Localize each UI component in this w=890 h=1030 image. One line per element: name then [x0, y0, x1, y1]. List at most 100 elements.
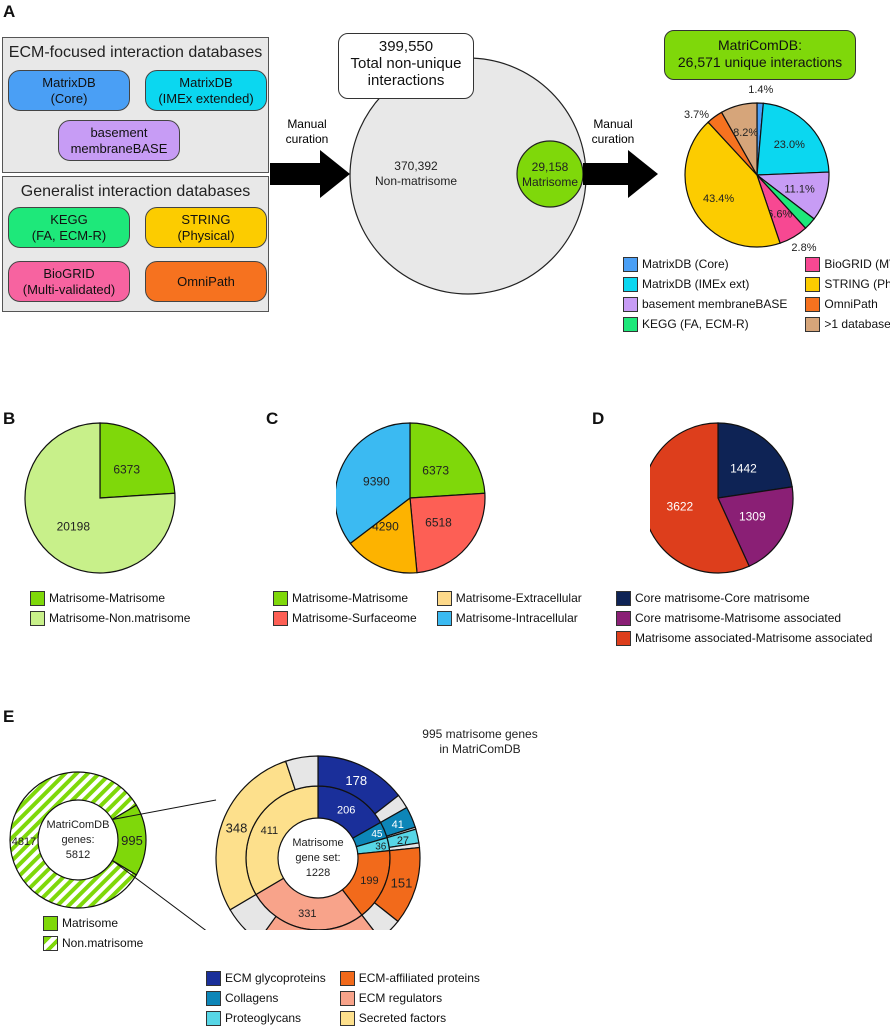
legend-swatch: [43, 935, 58, 951]
arrow-right-icon: [583, 150, 658, 198]
legend-item-matrixdb-imex-ext: MatrixDB (IMEx ext): [623, 274, 787, 294]
legend-item-matrisome-intracellular: Matrisome-Intracellular: [436, 608, 582, 628]
arrow2-label-line2: curation: [592, 132, 635, 146]
nested-donut-center-text: Matrisome: [292, 837, 343, 849]
legend-label: KEGG (FA, ECM-R): [642, 317, 749, 331]
pie-label-core-matrisome-matrisome-associated: 1309: [739, 510, 766, 524]
legend-label: Matrisome-Matrisome: [49, 591, 166, 605]
legend-label: Matrisome-Matrisome: [292, 591, 409, 605]
donut-label-matrisome: 995: [121, 833, 143, 848]
legend-label: OmniPath: [824, 297, 878, 311]
legend-label: Matrisome-Non.matrisome: [49, 611, 191, 625]
donut-center-text: genes:: [61, 834, 94, 846]
legend-item-kegg-fa-ecm-r: KEGG (FA, ECM-R): [623, 314, 787, 334]
legend-swatch: [623, 296, 638, 312]
legend-item-non-matrisome: Non.matrisome: [43, 933, 143, 953]
legend-label: MatrixDB (Core): [642, 257, 729, 271]
legend-label: ECM regulators: [358, 991, 443, 1005]
legend-swatch: [339, 1010, 355, 1026]
legend-label: Core matrisome-Core matrisome: [635, 591, 810, 605]
db-matrixdb-imex: MatrixDB (IMEx extended): [145, 70, 267, 111]
db-biogrid: BioGRID (Multi-validated): [8, 261, 130, 302]
legend-item-matrisome-matrisome: Matrisome-Matrisome: [30, 588, 190, 608]
outer-ring-remainder-secreted-factors: [284, 755, 319, 791]
pie-label-omnipath: 3.7%: [684, 109, 709, 121]
generalist-group-title: Generalist interaction databases: [20, 183, 251, 200]
pie-label-matrisome-extracellular: 4290: [372, 519, 399, 533]
panel-label-a: A: [3, 2, 16, 21]
inner-ring-label-ecm-affiliated-proteins: 199: [360, 875, 378, 887]
panel-label-d: D: [592, 409, 605, 428]
legend-swatch: [43, 915, 58, 931]
legend-swatch: [273, 610, 288, 626]
matricomdb-result-callout: MatriComDB: 26,571 unique interactions: [664, 30, 856, 80]
pie-slice-matrisome-intracellular: [336, 422, 411, 545]
legend-label: >1 database: [824, 317, 890, 331]
ecm-group-title: ECM-focused interaction databases: [8, 44, 263, 61]
legend-item-ecm-glycoproteins: ECM glycoproteins: [206, 968, 326, 988]
pie-slice-matrisome-extracellular: [349, 496, 418, 574]
legend-item-1-database: >1 database: [805, 314, 890, 334]
panel-a-diagram: Manual curation Manual curation 370,392 …: [270, 57, 658, 295]
db-omnipath: OmniPath: [145, 261, 267, 302]
legend-swatch: [206, 990, 221, 1006]
legend-item-collagens: Collagens: [206, 988, 326, 1008]
total-interactions-callout: 399,550 Total non-unique interactions: [338, 33, 474, 99]
legend-label: Secreted factors: [358, 1011, 447, 1025]
outer-ring-ecm-regulators: [265, 914, 375, 930]
pie-label-matrisome-surfaceome: 6518: [425, 515, 452, 529]
pie-label-matrisome-non-matrisome: 20198: [57, 519, 91, 533]
nested-donut-center-text: 1228: [306, 867, 330, 879]
legend-swatch: [30, 610, 45, 626]
pie-slice-1-database: [720, 102, 758, 178]
pie-label-matrixdb-imex-ext: 23.0%: [774, 139, 805, 151]
legend-label: Non.matrisome: [62, 936, 144, 950]
legend-label: Proteoglycans: [225, 1011, 302, 1025]
nested-donut-annotation: in MatriComDB: [439, 742, 520, 756]
legend-item-matrixdb-core: MatrixDB (Core): [623, 254, 787, 274]
arrow1-label-line2: curation: [286, 132, 329, 146]
donut-slice-non-matrisome: [9, 771, 138, 909]
db-basement-membranebase: basement membraneBASE: [58, 120, 180, 161]
nested-donut-annotation: 995 matrisome genes: [422, 727, 537, 741]
legend-item-basement-membranebase: basement membraneBASE: [623, 294, 787, 314]
non-matrisome-value: 370,392: [394, 159, 438, 173]
inner-ring-label-proteoglycans: 36: [375, 842, 387, 853]
legend-swatch: [436, 610, 452, 626]
generalist-databases-group: Generalist interaction databases KEGG (F…: [2, 176, 269, 312]
pie-slice-core-matrisome-matrisome-associated: [717, 486, 794, 567]
nested-donut-center-text: gene set:: [295, 852, 340, 864]
pie-slice-matrixdb-imex-ext: [756, 102, 830, 176]
legend-item-omnipath: OmniPath: [805, 294, 890, 314]
legend-item-core-matrisome-matrisome-associated: Core matrisome-Matrisome associated: [616, 608, 872, 628]
legend-swatch: [805, 276, 821, 292]
db-matrixdb-core: MatrixDB (Core): [8, 70, 130, 111]
inner-ring-label-collagens: 45: [371, 829, 383, 840]
legend-label: ECM-affiliated proteins: [358, 971, 480, 985]
donut-label-non-matrisome: 4817: [12, 836, 36, 848]
arrow2-label-line1: Manual: [593, 117, 632, 131]
outer-ring-label-secreted-factors: 348: [226, 821, 248, 836]
legend-item-ecm-regulators: ECM regulators: [339, 988, 480, 1008]
legend-item-proteoglycans: Proteoglycans: [206, 1008, 326, 1028]
pie-label-biogrid-mv: 6.6%: [767, 208, 792, 220]
legend-item-biogrid-mv: BioGRID (MV): [805, 254, 890, 274]
pie-label-matrisome-matrisome: 6373: [422, 464, 449, 478]
legend-item-matrisome-matrisome: Matrisome-Matrisome: [273, 588, 417, 608]
ecm-focused-databases-group: ECM-focused interaction databases Matrix…: [2, 37, 269, 173]
outer-ring-label-ecm-glycoproteins: 178: [345, 773, 367, 788]
outer-ring-label-ecm-affiliated-proteins: 151: [391, 875, 413, 890]
legend-swatch: [616, 630, 631, 646]
legend-label: Matrisome-Intracellular: [455, 611, 578, 625]
legend-item-string-phys: STRING (Phys): [805, 274, 890, 294]
panel-label-e: E: [3, 707, 15, 726]
legend-swatch: [616, 590, 631, 606]
zoom-line: [112, 860, 207, 930]
legend-label: Matrisome-Surfaceome: [292, 611, 417, 625]
